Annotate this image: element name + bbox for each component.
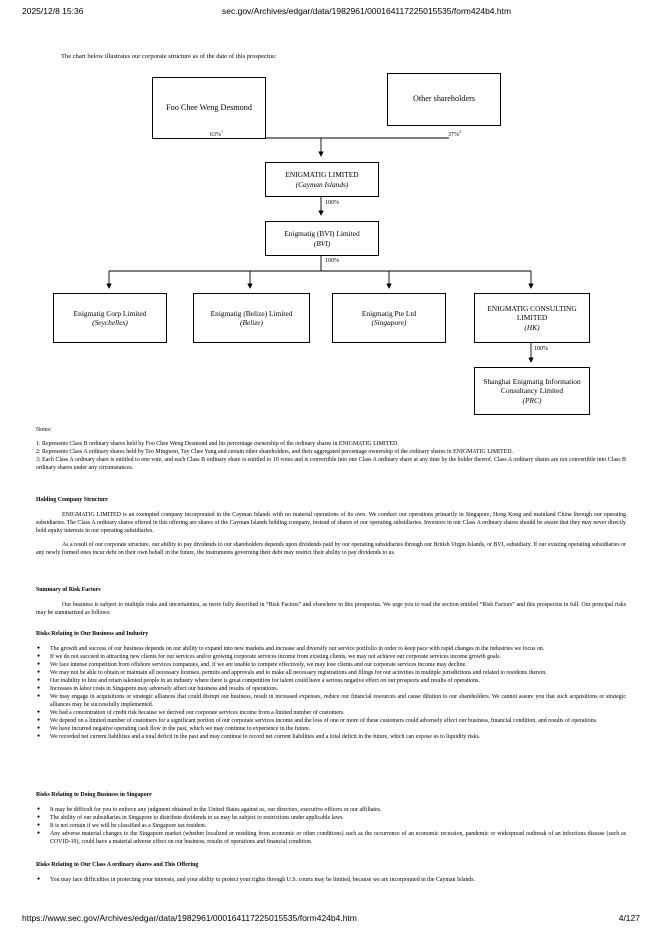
section-heading: Holding Company Structure: [36, 497, 108, 503]
entity-name: Enigmatig Corp Limited: [73, 308, 147, 318]
list-item: We recorded net current liabilities and …: [36, 734, 626, 742]
risk-list: The growth and success of our business d…: [36, 646, 626, 742]
list-item: The growth and success of our business d…: [36, 646, 626, 654]
print-footer: https://www.sec.gov/Archives/edgar/data/…: [22, 913, 640, 927]
box-enigmatig-pte: Enigmatig Pte Ltd (Singapore): [332, 293, 446, 343]
note-item: 2: Represents Class A ordinary shares he…: [36, 448, 513, 455]
list-item: Our inability to hire and retain talente…: [36, 678, 626, 686]
holding-section: Holding Company Structure ENIGMATIG LIMI…: [36, 497, 626, 558]
box-enigmatig-limited: ENIGMATIG LIMITED (Cayman Islands): [265, 162, 379, 197]
box-enigmatig-corp: Enigmatig Corp Limited (Seychelles): [53, 293, 167, 343]
list-item: Any adverse material changes to the Sing…: [36, 831, 626, 847]
risks-offering-section: Risks Relating to Our Class A ordinary s…: [36, 862, 626, 885]
risks-singapore-section: Risks Relating to Doing Business in Sing…: [36, 792, 626, 847]
list-item: It may be difficult for you to enforce a…: [36, 807, 626, 815]
entity-name: Enigmatig (BVI) Limited: [284, 229, 360, 239]
entity-jurisdiction: (Singapore): [371, 318, 407, 327]
notes-section: Notes: 1: Represents Class B ordinary sh…: [36, 427, 626, 473]
box-enigmatig-consulting: ENIGMATIG CONSULTING LIMITED (HK): [474, 293, 590, 343]
box-shanghai-enigmatig: Shanghai Enigmatig Information Consultan…: [474, 367, 590, 415]
list-item: You may face difficulties in protecting …: [36, 877, 626, 885]
entity-jurisdiction: (BVI): [313, 238, 331, 248]
chart-connectors: [106, 137, 534, 363]
print-timestamp: 2025/12/8 15:36: [22, 6, 84, 16]
section-heading: Summary of Risk Factors: [36, 587, 101, 593]
list-item: We may engage in acquisitions or strateg…: [36, 694, 626, 710]
list-item: If we do not succeed in attracting new c…: [36, 654, 626, 662]
chart-intro: The chart below illustrates our corporat…: [61, 53, 277, 60]
entity-jurisdiction: (Cayman Islands): [295, 179, 349, 189]
paragraph: Our business is subject to multiple risk…: [36, 601, 626, 616]
entity-jurisdiction: (HK): [524, 322, 540, 332]
holder-box-others: Other shareholders: [387, 73, 501, 126]
print-header: 2025/12/8 15:36 sec.gov/Archives/edgar/d…: [22, 6, 640, 20]
box-enigmatig-bvi: Enigmatig (BVI) Limited (BVI): [265, 221, 379, 256]
risk-list: It may be difficult for you to enforce a…: [36, 807, 626, 847]
list-item: The ability of our subsidiaries in Singa…: [36, 815, 626, 823]
pct-others: 37%2: [448, 129, 461, 138]
holder-name: Foo Chee Weng Desmond: [166, 102, 252, 112]
list-item: It is not certain if we will be classifi…: [36, 823, 626, 831]
box-enigmatig-belize: Enigmatig (Belize) Limited (Belize): [193, 293, 310, 343]
section-heading: Risks Relating to Our Class A ordinary s…: [36, 862, 199, 868]
holder-name: Other shareholders: [412, 94, 476, 104]
note-item: 1: Represents Class B ordinary shares he…: [36, 440, 399, 447]
paragraph: As a result of our corporate structure, …: [36, 541, 626, 556]
note-item: 3: Each Class A ordinary share is entitl…: [36, 456, 626, 471]
pct-parent-bvi: 100%: [325, 200, 339, 206]
print-footer-url: https://www.sec.gov/Archives/edgar/data/…: [22, 913, 357, 923]
holder-box-desmond: Foo Chee Weng Desmond: [152, 77, 266, 139]
notes-title: Notes:: [36, 427, 52, 433]
entity-name: ENIGMATIG CONSULTING LIMITED: [487, 304, 577, 323]
entity-name: Enigmatig Pte Ltd: [361, 308, 417, 318]
entity-name: Enigmatig (Belize) Limited: [210, 308, 293, 318]
summary-section: Summary of Risk Factors Our business is …: [36, 587, 626, 618]
pct-desmond: 63%1: [210, 129, 223, 138]
paragraph: ENIGMATIG LIMITED is an exempted company…: [36, 511, 626, 534]
risks-business-section: Risks Relating to Our Business and Indus…: [36, 631, 626, 742]
page-number: 4/127: [618, 913, 640, 923]
print-url: sec.gov/Archives/edgar/data/1982961/0001…: [222, 6, 512, 16]
entity-name: ENIGMATIG LIMITED: [285, 170, 359, 180]
list-item: We have incurred negative operating cash…: [36, 726, 626, 734]
entity-jurisdiction: (Seychelles): [92, 318, 128, 327]
corporate-structure-chart: Foo Chee Weng Desmond Other shareholders…: [0, 0, 662, 420]
pct-hk-sh: 100%: [534, 346, 548, 352]
entity-jurisdiction: (PRC): [522, 395, 542, 405]
list-item: We had a concentration of credit risk be…: [36, 710, 626, 718]
section-heading: Risks Relating to Doing Business in Sing…: [36, 792, 152, 798]
list-item: Increases in labor costs in Singapore ma…: [36, 686, 626, 694]
entity-name: Shanghai Enigmatig Information Consultan…: [483, 377, 581, 396]
list-item: We may not be able to obtain or maintain…: [36, 670, 626, 678]
pct-bvi-subs: 100%: [325, 258, 339, 264]
risk-list: You may face difficulties in protecting …: [36, 877, 626, 885]
section-heading: Risks Relating to Our Business and Indus…: [36, 631, 149, 637]
list-item: We depend on a limited number of custome…: [36, 718, 626, 726]
entity-jurisdiction: (Belize): [240, 318, 263, 327]
list-item: We face intense competition from offshor…: [36, 662, 626, 670]
